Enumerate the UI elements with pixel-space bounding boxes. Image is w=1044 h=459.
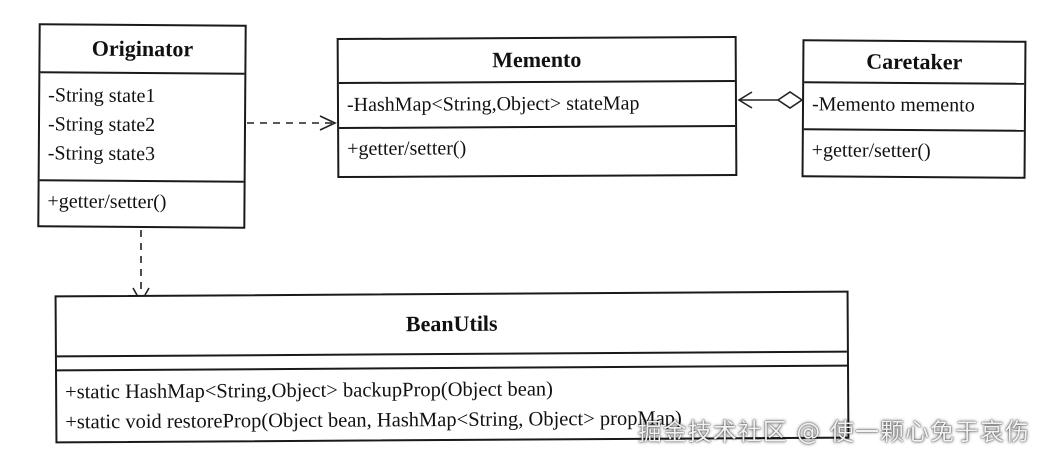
dependency-originator-beanutils [132, 230, 150, 304]
aggregation-caretaker-memento [737, 91, 804, 109]
watermark: 掘金技术社区 @ 使一颗心免于哀伤 [637, 418, 1030, 446]
originator-attribute: -String state1 [48, 84, 156, 108]
caretaker-attribute: -Memento memento [811, 93, 975, 117]
memento-operations: +getter/setter() [339, 127, 735, 170]
memento-attribute: -HashMap<String,Object> stateMap [346, 92, 640, 116]
dependency-originator-memento [247, 115, 337, 131]
beanutils-operation: +static HashMap<String,Object> backupPro… [65, 378, 554, 404]
originator-attribute: -String state2 [47, 113, 156, 137]
caretaker-attributes: -Memento memento [803, 83, 1025, 132]
memento-class-name: Memento [338, 37, 735, 85]
originator-operations: +getter/setter() [39, 181, 243, 223]
memento-attributes: -HashMap<String,Object> stateMap [338, 81, 736, 130]
caretaker-operation: +getter/setter() [811, 139, 931, 163]
caretaker-class: Caretaker -Memento memento +getter/sette… [801, 39, 1027, 179]
beanutils-class-name: BeanUtils [56, 292, 847, 358]
caretaker-operations: +getter/setter() [804, 130, 1024, 173]
memento-class: Memento -HashMap<String,Object> stateMap… [336, 35, 738, 179]
originator-operation: +getter/setter() [47, 190, 167, 214]
originator-attributes: -String state1 -String state2 -String st… [39, 73, 245, 183]
caretaker-class-name: Caretaker [804, 41, 1025, 85]
originator-class: Originator -String state1 -String state2… [37, 23, 247, 229]
originator-attribute: -String state3 [47, 142, 156, 166]
originator-class-name: Originator [40, 25, 245, 75]
memento-operation: +getter/setter() [347, 137, 467, 160]
